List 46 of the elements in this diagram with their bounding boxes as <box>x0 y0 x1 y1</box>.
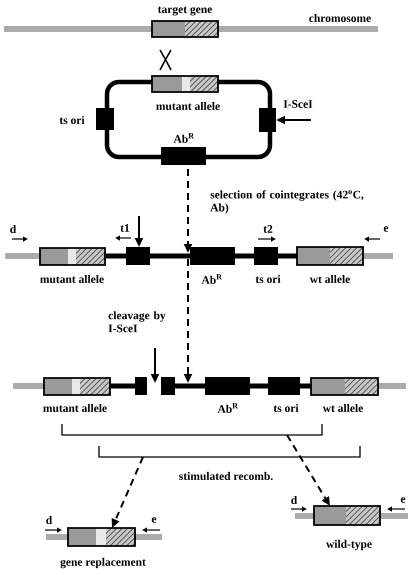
gene-box <box>151 20 219 38</box>
gene-box <box>296 246 364 266</box>
element-block <box>254 247 278 265</box>
edge-label: cleavage by I-SceI <box>108 311 166 332</box>
label: t1 <box>120 224 130 232</box>
element-block <box>96 108 114 130</box>
element-block <box>161 377 175 395</box>
element-block <box>205 377 250 395</box>
gene-label: Ab$^{R}$ <box>174 133 194 143</box>
gene-label: mutant allele <box>43 404 107 412</box>
gene-label: wild-type <box>326 540 372 550</box>
label: d <box>291 496 298 504</box>
label: stimulated recomb. <box>179 472 273 480</box>
gene-label: target gene <box>158 6 212 16</box>
element-block <box>126 247 150 265</box>
label: mutant allele <box>156 102 220 110</box>
label: e <box>152 517 156 523</box>
label: e <box>400 497 406 503</box>
element-block <box>268 377 300 395</box>
gene-label: ts ori <box>274 404 298 412</box>
gene-box <box>310 377 379 396</box>
edge-label: selection of cointegrates (42$^{o}$C, Ab) <box>210 190 364 214</box>
bracket <box>61 424 323 436</box>
label: d <box>46 516 52 524</box>
element-block <box>135 377 147 395</box>
gene-label: gene replacement <box>60 558 146 568</box>
gene-box <box>67 527 136 547</box>
element-block <box>161 147 206 165</box>
gene-label: wt allele <box>322 404 363 412</box>
label: d <box>10 224 16 234</box>
bracket <box>98 446 361 458</box>
gene-label: wt allele <box>310 274 350 284</box>
label: chromosome <box>309 14 371 22</box>
gene-label: I-SceI <box>284 100 312 108</box>
gene-label: Ab$^{R}$ <box>202 274 222 284</box>
label: t2 <box>263 225 272 233</box>
label: e <box>384 226 388 232</box>
gene-label: ts ori <box>256 274 280 284</box>
gene-box <box>43 377 111 396</box>
gene-box <box>39 247 106 266</box>
gene-label: Ab$^{R}$ <box>218 403 238 413</box>
gene-box <box>313 505 381 526</box>
gene-label: mutant allele <box>40 274 104 284</box>
element-block <box>190 247 235 265</box>
gene-box <box>151 75 219 93</box>
gene-label: ts ori <box>60 116 84 124</box>
